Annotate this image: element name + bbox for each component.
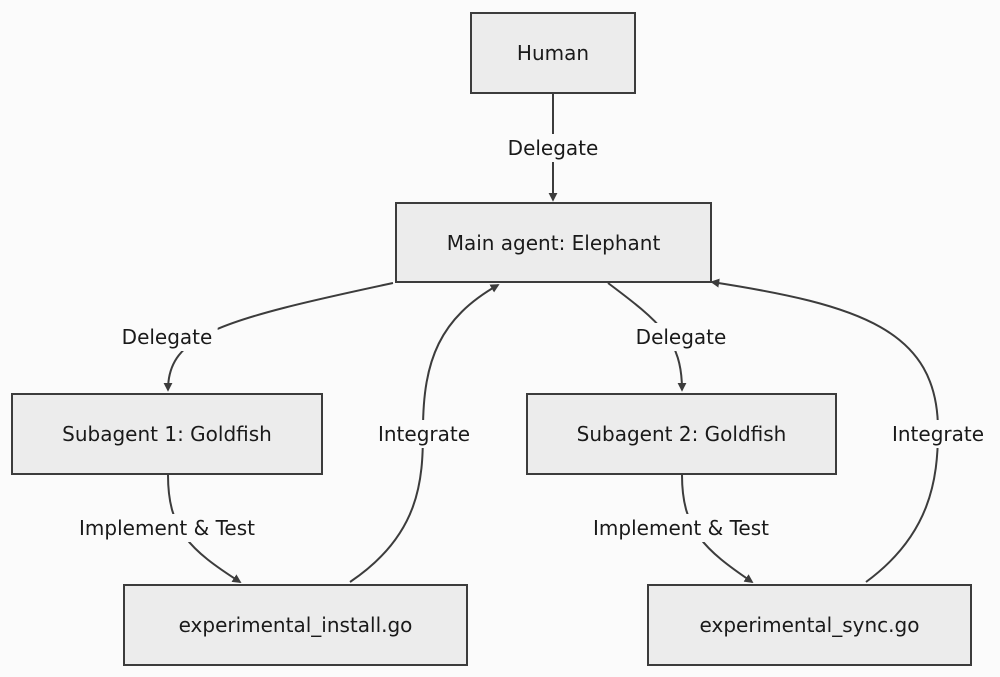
- edge-label-subagent-1-delegate: Delegate: [116, 323, 218, 351]
- node-main-agent: Main agent: Elephant: [395, 202, 712, 283]
- node-install-file: experimental_install.go: [123, 584, 468, 666]
- edge-sync-file-to-main-agent: [710, 278, 940, 583]
- edge-label-subagent-2-delegate: Delegate: [630, 323, 732, 351]
- node-human: Human: [470, 12, 636, 94]
- edge-label-subagent-1-implement: Implement & Test: [74, 514, 260, 542]
- node-sync-file: experimental_sync.go: [647, 584, 972, 666]
- node-subagent-1: Subagent 1: Goldfish: [11, 393, 323, 475]
- node-subagent-2: Subagent 2: Goldfish: [526, 393, 837, 475]
- edge-label-human-delegate: Delegate: [502, 134, 604, 162]
- edge-label-sync-integrate: Integrate: [886, 420, 990, 448]
- edge-label-subagent-2-implement: Implement & Test: [588, 514, 774, 542]
- edge-label-install-integrate: Integrate: [372, 420, 476, 448]
